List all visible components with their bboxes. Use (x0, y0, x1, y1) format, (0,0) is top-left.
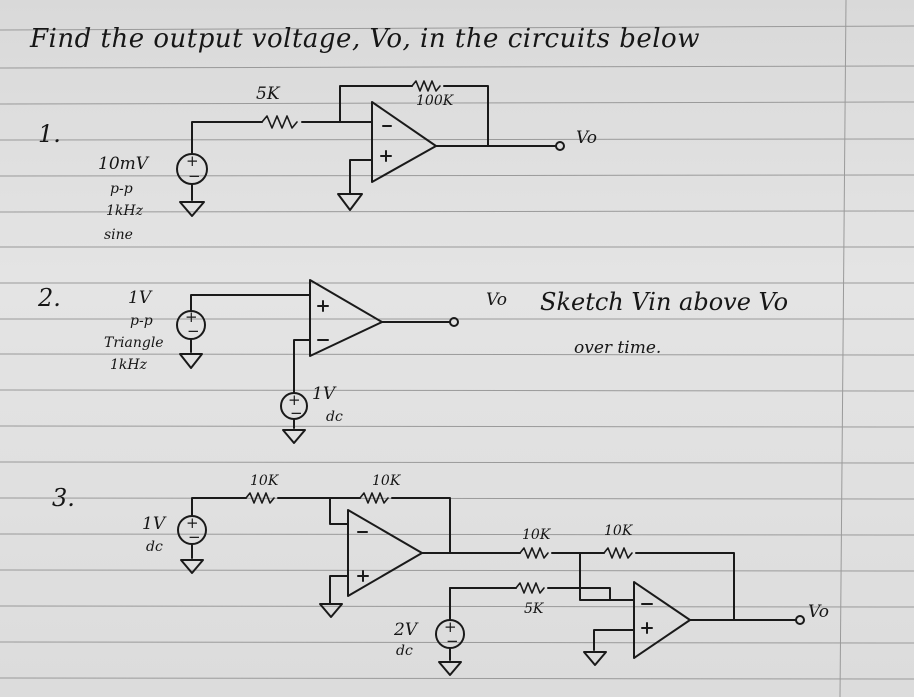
resistor-5k (261, 115, 298, 129)
p1-input-resistor-label: 5K (256, 84, 280, 104)
p2-source-label: 1V (128, 288, 152, 308)
svg-text:−: − (446, 632, 459, 650)
p3-dc-source-unit: dc (396, 643, 413, 659)
p2-dc-source-label: 1V (312, 384, 336, 404)
resistor-10k-d (603, 547, 633, 559)
circuit-3: + − (177, 492, 805, 676)
p1-source-freq: 1kHz (106, 203, 143, 219)
page-title: Find the output voltage, Vo, in the circ… (30, 24, 700, 54)
circuit-2: + − + − (176, 279, 459, 444)
p3-r2-label: 10K (372, 473, 401, 489)
p3-source-unit: dc (146, 539, 163, 555)
p3-r4-label: 10K (604, 523, 633, 539)
resistor-100k (411, 80, 441, 92)
problem-2-number: 2. (38, 284, 61, 312)
p1-feedback-resistor-label: 100K (416, 93, 454, 109)
svg-text:+: + (185, 308, 198, 326)
resistor-5k-b (515, 582, 545, 594)
problem-3-number: 3. (52, 484, 75, 512)
p2-instruction-line2: over time. (574, 338, 662, 358)
p2-instruction-line1: Sketch Vin above Vo (540, 288, 789, 316)
ground-2a (282, 429, 306, 444)
circuit-1: + − (176, 80, 565, 217)
ground-1b (179, 201, 205, 217)
p3-dc-source-label: 2V (394, 620, 418, 640)
svg-text:+: + (444, 618, 457, 636)
svg-text:+: + (288, 391, 301, 409)
p3-r3-label: 10K (522, 527, 551, 543)
p2-source-freq: 1kHz (110, 357, 147, 373)
svg-text:−: − (187, 322, 200, 340)
p1-output-label: Vo (576, 128, 597, 148)
op-amp-3a (347, 509, 423, 597)
p3-r1-label: 10K (250, 473, 279, 489)
p2-source-pp: p-p (130, 313, 153, 329)
problem-1-number: 1. (38, 120, 61, 148)
p1-source-pp: p-p (110, 181, 133, 197)
p2-source-wave: Triangle (104, 335, 164, 351)
p1-source-wave: sine (104, 227, 133, 243)
p2-output-label: Vo (486, 290, 507, 310)
svg-text:−: − (188, 167, 201, 185)
resistor-10k-b (359, 492, 389, 504)
p3-source-label: 1V (142, 514, 166, 534)
svg-text:−: − (188, 528, 201, 546)
ground-1a (337, 193, 363, 211)
op-amp-3b (633, 581, 691, 659)
svg-text:+: + (186, 514, 199, 532)
p3-r5-label: 5K (524, 601, 544, 617)
op-amp-1 (371, 101, 437, 183)
ground-2b (179, 353, 203, 369)
resistor-10k-a (245, 492, 275, 504)
svg-text:−: − (290, 404, 303, 422)
svg-text:+: + (186, 152, 199, 170)
ground-3c (583, 651, 607, 666)
p1-source-label: 10mV (98, 154, 149, 174)
p3-output-label: Vo (808, 602, 829, 622)
op-amp-2 (309, 279, 383, 357)
resistor-10k-c (519, 547, 549, 559)
ground-3d (438, 661, 462, 676)
p2-dc-source-unit: dc (326, 409, 343, 425)
ground-3a (319, 603, 343, 618)
ground-3b (180, 559, 204, 574)
